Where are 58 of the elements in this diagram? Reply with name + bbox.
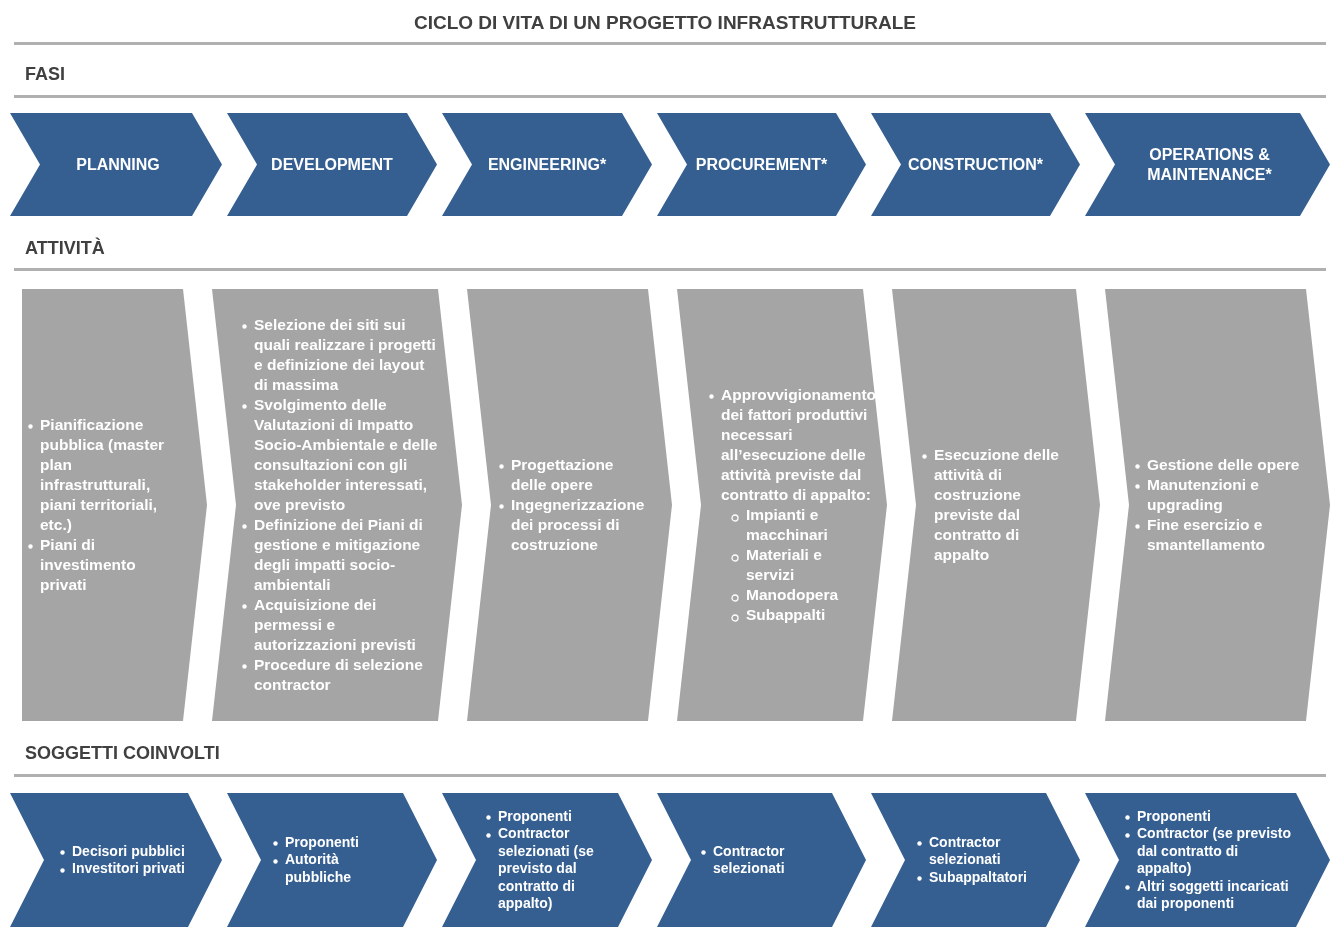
list-item-text: Definizione dei Piani di gestione e mitigazione degli impatti socio-ambientali <box>254 515 424 595</box>
phase-label: CONSTRUCTION* <box>907 154 1044 175</box>
list-item-text: Contractor (se previsto dal contratto di appalto) <box>1137 825 1293 878</box>
list-item-text: Piani di investimento privati <box>40 535 137 595</box>
list-item-text: Proponenti <box>498 807 572 825</box>
phase-step <box>1085 113 1330 216</box>
list-item-text: Acquisizione dei permessi e autorizzazioni previsti <box>254 595 417 655</box>
list-item-text: Decisori pubblici <box>72 842 185 860</box>
activity-panel <box>677 289 887 721</box>
stakeholder-panel <box>1085 793 1330 927</box>
stakeholder-panel <box>227 793 437 927</box>
activity-panel <box>212 289 462 721</box>
stakeholder-panel <box>442 793 652 927</box>
diagram-title: CICLO DI VITA DI UN PROGETTO INFRASTRUTTURALE <box>412 12 918 34</box>
section-heading: SOGGETTI COINVOLTI <box>25 743 220 764</box>
phase-label: PLANNING <box>76 154 160 175</box>
list-item-text: Procedure di selezione contractor <box>254 655 424 695</box>
list-item-text: Gestione delle opere <box>1147 455 1300 475</box>
stakeholder-panel <box>657 793 866 927</box>
list-item-text: Investitori privati <box>72 860 185 878</box>
list-item-text: Selezione dei siti sui quali realizzare i progetti e definizione dei layout di massima <box>254 315 437 395</box>
activity-panel <box>892 289 1100 721</box>
list-item-text: Proponenti <box>285 833 359 852</box>
list-item-text: Svolgimento delle Valutazioni di Impatto Socio-Ambientale e delle consultazioni con gli stakeholder interessati, ove previsto <box>254 395 439 515</box>
list-item-text: Autorità pubbliche <box>285 851 353 887</box>
list-item-text: Approvvigionamento dei fattori produttivi necessari all’esecuzione delle attività previste dal contratto di appalto: <box>721 385 876 505</box>
list-item-text: Proponenti <box>1137 807 1211 825</box>
phase-step <box>227 113 437 216</box>
phase-step <box>442 113 652 216</box>
phase-label: OPERATIONS & MAINTENANCE* <box>1146 144 1273 185</box>
list-item-text: Progettazione delle opere <box>511 455 615 495</box>
list-item-text: Manodopera <box>746 585 839 605</box>
activity-panel <box>22 289 207 721</box>
stakeholder-panel <box>10 793 222 927</box>
phase-label: DEVELOPMENT <box>271 154 393 175</box>
phase-step <box>10 113 222 216</box>
list-item-text: Esecuzione delle attività di costruzione previste dal contratto di appalto <box>934 445 1060 565</box>
activity-panel <box>467 289 672 721</box>
list-item-text: Pianificazione pubblica (master plan infrastrutturali, piani territoriali, etc.) <box>40 415 166 535</box>
list-item-text: Materiali e servizi <box>746 545 823 585</box>
list-item-text: Subappaltatori <box>929 868 1027 887</box>
section-heading: FASI <box>25 64 65 85</box>
phase-label: ENGINEERING* <box>487 154 607 175</box>
list-item-text: Contractor selezionati <box>929 833 1002 869</box>
phase-label: PROCUREMENT* <box>695 154 828 175</box>
phase-step <box>871 113 1080 216</box>
list-item-text: Altri soggetti incaricati dai proponenti <box>1137 877 1290 913</box>
activity-panel <box>1105 289 1330 721</box>
list-item-text: Ingegnerizzazione dei processi di costruzione <box>511 495 646 555</box>
list-item-text: Contractor selezionati <box>713 842 786 878</box>
list-item-text: Subappalti <box>746 605 826 625</box>
section-heading: ATTIVITÀ <box>25 238 105 259</box>
phase-step <box>657 113 866 216</box>
list-item-text: Impianti e macchinari <box>746 505 829 545</box>
stakeholder-panel <box>871 793 1080 927</box>
list-item-text: Manutenzioni e upgrading <box>1147 475 1260 515</box>
list-item-text: Fine esercizio e smantellamento <box>1147 515 1266 555</box>
list-item-text: Contractor selezionati (se previsto dal contratto di appalto) <box>498 825 595 913</box>
